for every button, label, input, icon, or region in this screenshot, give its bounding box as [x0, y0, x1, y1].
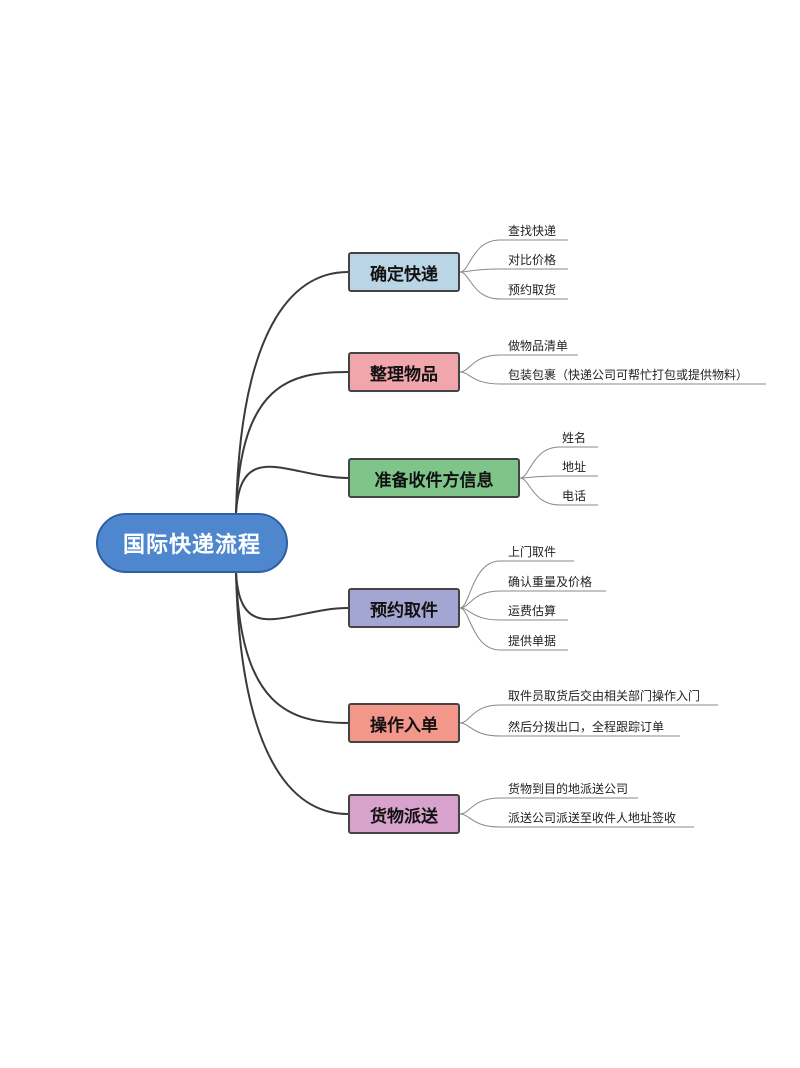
leaf-item: 做物品清单 [508, 339, 569, 353]
leaf-connector [459, 371, 501, 385]
branch-label: 准备收件方信息 [374, 470, 494, 491]
leaf-item: 货物到目的地派送公司 [508, 782, 629, 796]
leaf-connector [459, 704, 501, 724]
branch-node-3[interactable]: 准备收件方信息 [348, 458, 520, 498]
branch-label: 操作入单 [370, 715, 438, 736]
leaf-item: 上门取件 [508, 545, 557, 559]
leaf-connector [519, 446, 561, 479]
leaf-connector [459, 560, 501, 609]
leaf-connector [519, 477, 561, 506]
branch-node-2[interactable]: 整理物品 [348, 352, 460, 392]
root-label: 国际快递流程 [122, 533, 261, 558]
branch-label: 货物派送 [370, 806, 438, 827]
branch-node-1[interactable]: 确定快递 [348, 252, 460, 292]
leaf-item: 取件员取货后交由相关部门操作入门 [508, 689, 701, 703]
branch-label: 整理物品 [370, 364, 438, 385]
leaf-item: 对比价格 [508, 253, 557, 267]
branch-node-6[interactable]: 货物派送 [348, 794, 460, 834]
leaf-item: 确认重量及价格 [508, 575, 593, 589]
leaf-item: 提供单据 [508, 634, 557, 648]
leaf-item: 地址 [562, 460, 587, 474]
leaf-item: 电话 [562, 489, 587, 503]
leaf-connector [519, 475, 561, 479]
leaf-connector [459, 271, 501, 300]
root-connector [235, 371, 349, 515]
branch-label: 预约取件 [370, 600, 438, 621]
leaf-item: 运费估算 [508, 604, 557, 618]
branch-node-4[interactable]: 预约取件 [348, 588, 460, 628]
leaf-item: 姓名 [562, 431, 587, 445]
root-connector [235, 465, 349, 515]
leaf-item: 派送公司派送至收件人地址签收 [508, 811, 677, 825]
leaf-connector [459, 354, 501, 373]
leaf-connector [459, 239, 501, 273]
leaf-connector [459, 797, 501, 815]
root-connector [235, 571, 349, 815]
leaf-connector [459, 268, 501, 273]
leaf-item: 预约取货 [508, 283, 557, 297]
root-connector [235, 571, 349, 724]
root-node[interactable]: 国际快递流程 [96, 513, 288, 573]
root-connector [235, 271, 349, 515]
branch-label: 确定快递 [370, 264, 438, 285]
leaf-item: 包装包裹（快递公司可帮忙打包或提供物料） [508, 368, 749, 382]
leaf-connector [459, 607, 501, 651]
root-connector [235, 571, 349, 621]
leaf-item: 查找快递 [508, 224, 557, 238]
leaf-item: 然后分拨出口，全程跟踪订单 [508, 720, 665, 734]
leaf-connector [459, 722, 501, 737]
leaf-connector [459, 813, 501, 828]
leaf-connector [459, 590, 501, 609]
branch-node-5[interactable]: 操作入单 [348, 703, 460, 743]
